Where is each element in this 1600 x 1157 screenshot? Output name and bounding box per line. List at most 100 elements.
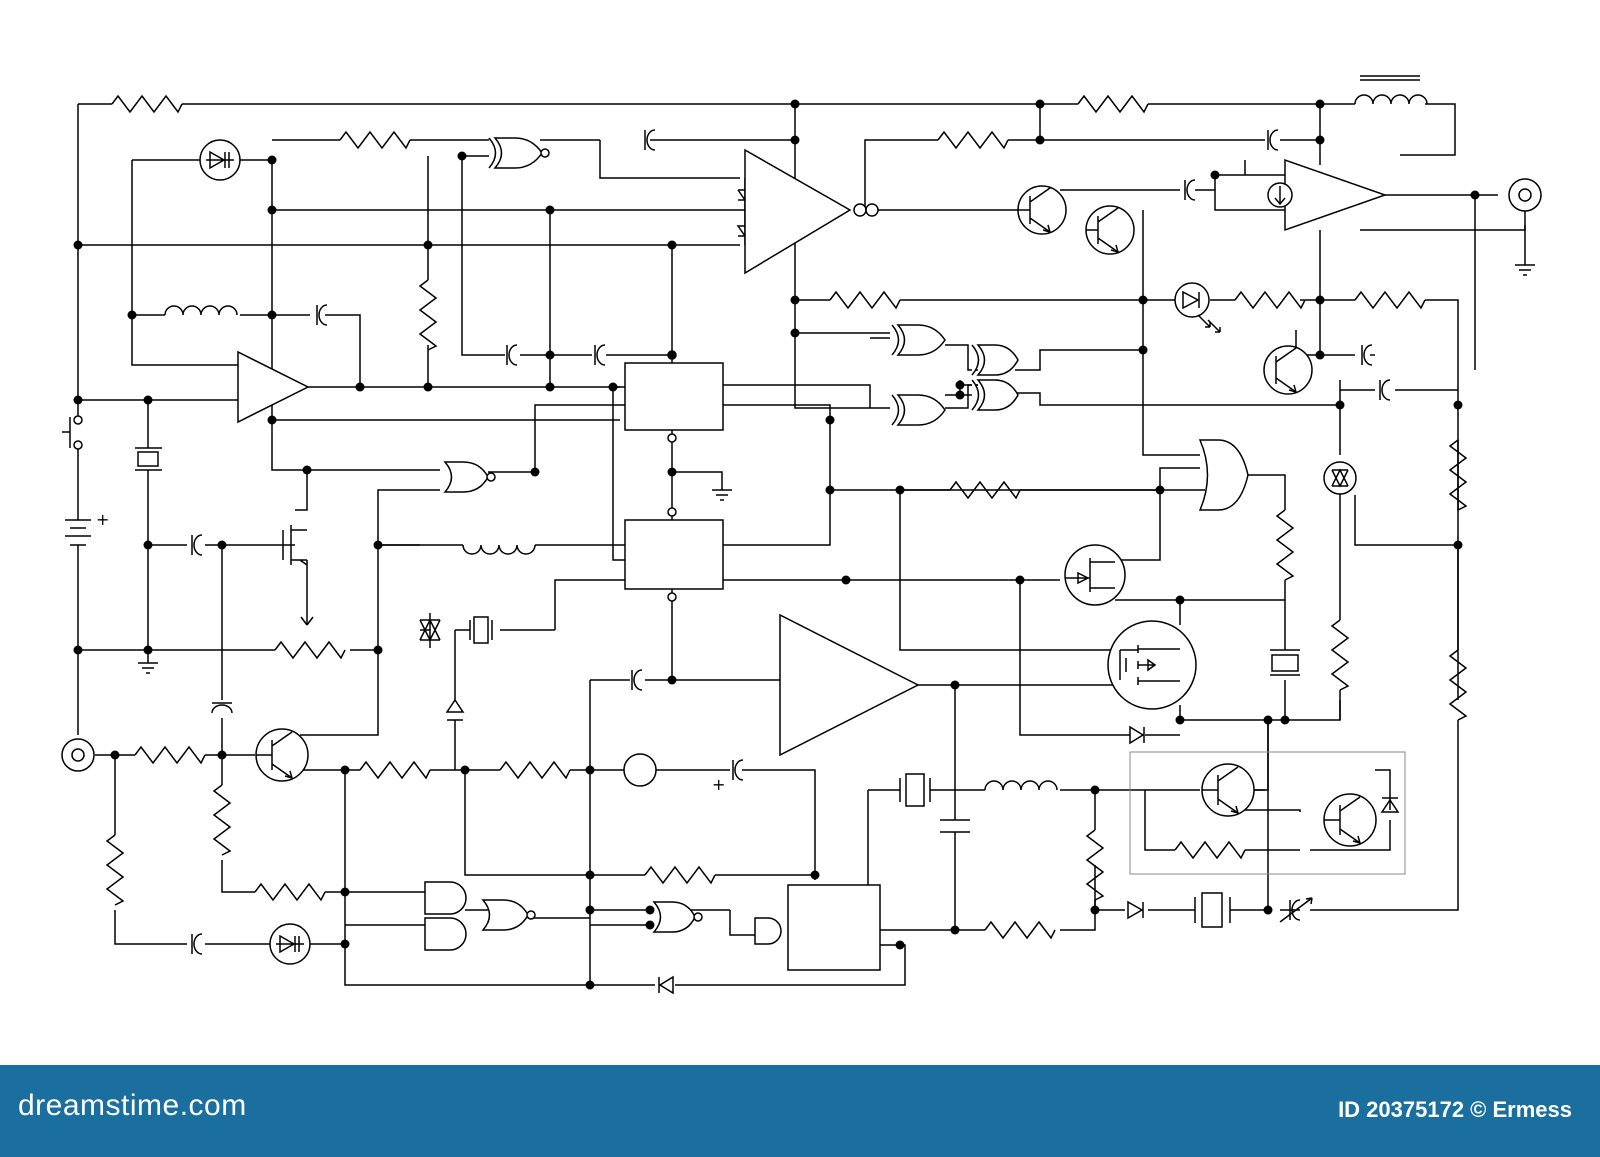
- resistor-r3: [937, 130, 1009, 150]
- transistors: [255, 185, 1377, 847]
- xnor-gate-1: [488, 137, 543, 169]
- resistor-r12: [1448, 649, 1468, 721]
- battery-plus-label: +: [96, 510, 109, 529]
- resistor-r5: [829, 290, 901, 310]
- crystal-x2: [469, 616, 493, 644]
- resistor-r19: [212, 784, 232, 856]
- resistor-r16: [499, 760, 571, 780]
- capacitor-c5: [191, 534, 203, 556]
- resistor-r9: [949, 480, 1021, 500]
- transistor-q4: [255, 728, 309, 782]
- diode-d4: [658, 975, 674, 995]
- nor-gate-3: [652, 901, 696, 933]
- ic-block-2: [624, 519, 724, 590]
- diode-d1: [445, 698, 465, 721]
- ic-block-2-pin-top: [667, 507, 677, 517]
- transistor-q2: [1085, 205, 1135, 255]
- capacitor-c10: [211, 702, 233, 714]
- op-amp-1: [237, 350, 310, 424]
- diode-d3: [1127, 900, 1144, 920]
- phototransistor-q3: [1263, 330, 1313, 395]
- resistor-r8: [418, 279, 438, 351]
- inductor-l4: [984, 780, 1058, 791]
- resistor-r18: [254, 882, 326, 902]
- op-amps: [237, 148, 1388, 757]
- battery: [65, 519, 91, 546]
- or-gate-1: [1198, 439, 1249, 511]
- op-amp-2-output-rings: [853, 203, 879, 217]
- resistor-r2: [339, 130, 411, 150]
- capacitor-c15-variable: [1279, 897, 1313, 923]
- watermark-box: [1129, 751, 1406, 875]
- nor-gate-1: [443, 461, 489, 493]
- capacitor-plus-label: +: [712, 775, 725, 794]
- circuit-schematic: + +: [61, 75, 1542, 995]
- resistor-r11: [1448, 439, 1468, 511]
- push-switch: [62, 415, 83, 450]
- resistor-r10: [1275, 509, 1295, 581]
- inductor-l3: [462, 544, 536, 555]
- resistor-r7: [1354, 290, 1426, 310]
- coax-output: [1508, 178, 1542, 212]
- resistor-r20: [105, 834, 125, 906]
- ground-symbol-1: [138, 650, 158, 674]
- varactor-diode-1: [199, 139, 241, 181]
- inductors: [164, 75, 1428, 791]
- wiring: [77, 103, 1526, 986]
- and-gate-1: [424, 881, 467, 915]
- nor-gate-2: [481, 899, 529, 931]
- inductor-l2: [1354, 94, 1428, 105]
- and-gate-2: [424, 917, 467, 951]
- coax-input: [61, 738, 95, 772]
- capacitor-c2: [316, 304, 328, 326]
- capacitor-c8: [1361, 344, 1373, 366]
- ic-blocks: [623, 350, 1406, 971]
- resistor-r23: [1174, 840, 1246, 860]
- capacitor-c12: [732, 759, 744, 781]
- varactor-diode-2: [269, 923, 311, 965]
- ic-block-1-pin-bottom: [667, 433, 677, 443]
- potentiometer-wiper: [300, 616, 314, 626]
- crystals: [135, 440, 1300, 928]
- capacitor-c1: [644, 129, 656, 151]
- capacitor-c9: [1379, 379, 1391, 401]
- image-credit: ID 20375172 © Ermess: [1338, 1097, 1572, 1122]
- capacitors: [191, 129, 1391, 955]
- brand-logo-text[interactable]: dreamstime.com: [18, 1089, 247, 1122]
- resistor-r22: [1085, 829, 1105, 901]
- mosfet-q8: [1107, 620, 1197, 710]
- xor-gate-3: [971, 344, 1019, 376]
- capacitor-c4: [594, 344, 606, 366]
- op-amp-2: [744, 148, 852, 275]
- ground-symbol-2: [712, 484, 732, 501]
- jfet-q7: [1064, 544, 1126, 606]
- capacitor-c6: [1267, 129, 1279, 151]
- crystal-x5: [1194, 892, 1231, 928]
- resistor-r21: [984, 920, 1056, 940]
- diode-d5: [1380, 797, 1400, 813]
- crystal-x3: [1270, 649, 1300, 676]
- mosfet-small: [282, 525, 308, 566]
- capacitor-c7: [1184, 179, 1196, 201]
- xor-gate-4: [971, 379, 1019, 411]
- resistor-r17: [644, 865, 716, 885]
- ic-block-2-pin-bottom: [667, 592, 677, 602]
- potentiometer: [274, 640, 346, 660]
- crystal-x4: [899, 773, 931, 807]
- diode-d2: [1129, 725, 1145, 745]
- lamp: [623, 753, 657, 787]
- logic-gates: [424, 137, 1249, 951]
- resistor-r4: [1077, 94, 1149, 114]
- junction-dots: [73, 99, 1480, 990]
- led-diode: [1174, 282, 1221, 333]
- capacitor-c14: [940, 819, 970, 840]
- transistor-q5: [1201, 763, 1255, 817]
- ic-block-1: [624, 362, 724, 431]
- xor-gate-2: [891, 394, 946, 426]
- diac: [1323, 461, 1357, 495]
- op-amp-3-current-source: [1267, 182, 1293, 208]
- footer-bar: dreamstime.com ID 20375172 © Ermess: [0, 1065, 1600, 1157]
- diodes: [199, 139, 1400, 995]
- resistors: [105, 94, 1468, 940]
- ic-block-3: [787, 884, 881, 971]
